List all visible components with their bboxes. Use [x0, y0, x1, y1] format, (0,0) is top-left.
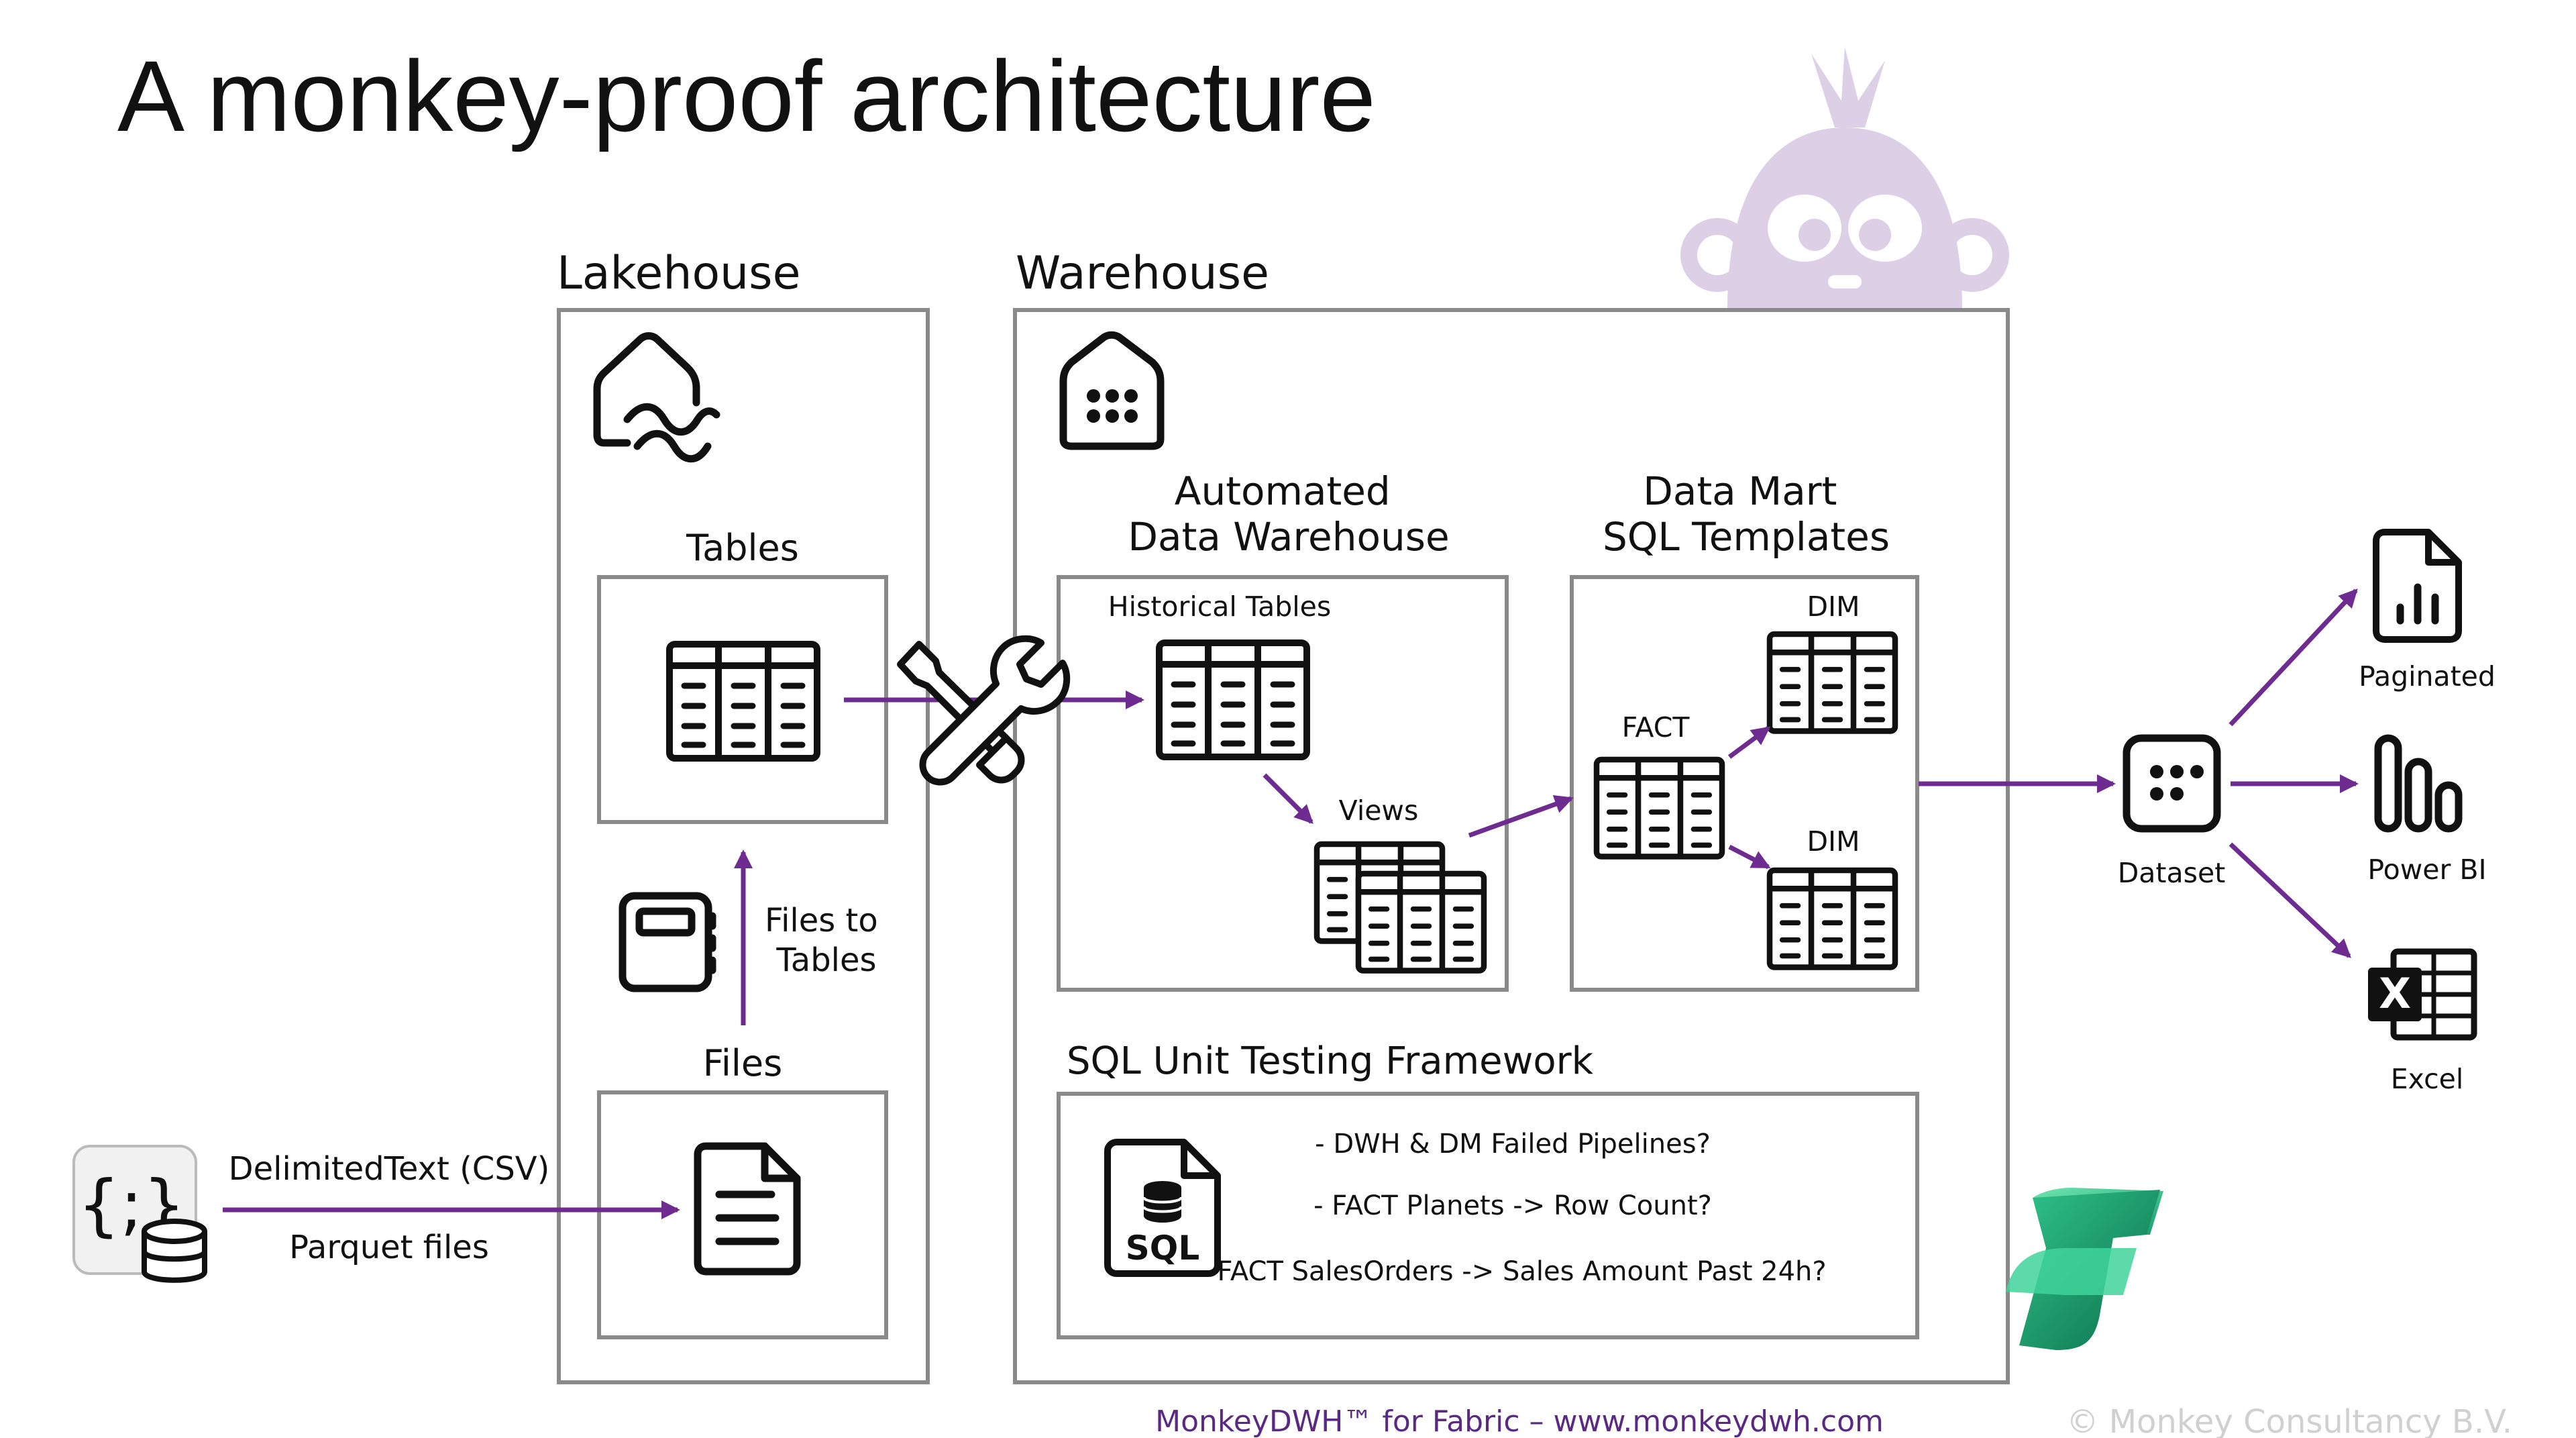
test-item: - DWH & DM Failed Pipelines?: [1315, 1129, 1711, 1160]
copyright-text: © Monkey Consultancy B.V.: [2066, 1403, 2512, 1438]
dim-table-icon-top: [1770, 634, 1895, 731]
paginated-report-icon: [2373, 529, 2462, 643]
warehouse-title: Warehouse: [1016, 247, 1269, 300]
file-icon: [694, 1142, 801, 1276]
fact-to-dim-top-arrow: [1727, 726, 1771, 759]
csv-label: DelimitedText (CSV): [229, 1150, 550, 1188]
views-to-datamart-arrow: [1468, 795, 1574, 838]
notebook-label-line-2: Tables: [775, 941, 876, 979]
excel-label: Excel: [2391, 1063, 2464, 1095]
dataset-label: Dataset: [2118, 857, 2226, 889]
files-label: Files: [703, 1042, 783, 1084]
fact-label: FACT: [1622, 711, 1690, 743]
test-item: - FACT Planets -> Row Count?: [1313, 1190, 1712, 1221]
monkey-watermark-icon: [1680, 47, 2009, 309]
historical-tables-label: Historical Tables: [1108, 590, 1331, 623]
dim-label-top: DIM: [1807, 590, 1860, 623]
historical-table-icon: [1159, 643, 1307, 757]
sql-icon-label: SQL: [1126, 1229, 1199, 1268]
lakehouse-container: [557, 308, 930, 1384]
fact-table-icon: [1597, 760, 1722, 857]
lakehouse-table-icon: [669, 644, 817, 758]
powerbi-icon: [2374, 734, 2463, 833]
views-label: Views: [1339, 794, 1419, 827]
datamart-box: [1570, 575, 1919, 992]
dim-table-icon-bottom: [1770, 870, 1895, 968]
dataset-to-paginated-arrow: [2229, 588, 2358, 727]
adw-title-line-2: Data Warehouse: [1128, 514, 1449, 560]
unit-test-box: [1057, 1092, 1919, 1339]
excel-letter: X: [2379, 969, 2411, 1018]
fabric-logo-icon: [2006, 1188, 2163, 1350]
fact-to-dim-bottom-arrow: [1728, 844, 1771, 870]
test-item: - FACT SalesOrders -> Sales Amount Past …: [1199, 1256, 1826, 1287]
slide-title: A monkey-proof architecture: [117, 40, 1376, 152]
unit-test-title: SQL Unit Testing Framework: [1067, 1039, 1594, 1083]
excel-icon: X: [2368, 948, 2477, 1041]
adw-title-line-1: Automated: [1175, 468, 1391, 514]
files-box: [597, 1090, 888, 1339]
paginated-label: Paginated: [2359, 660, 2496, 692]
tables-label: Tables: [686, 527, 799, 569]
tools-icon: [897, 635, 1071, 786]
powerbi-label: Power BI: [2367, 854, 2486, 886]
lakehouse-title: Lakehouse: [557, 247, 800, 300]
notebook-label-line-1: Files to: [765, 902, 878, 939]
views-icon: [1317, 844, 1484, 971]
datamart-title-line-2: SQL Templates: [1603, 514, 1890, 560]
warehouse-container: [1013, 308, 2010, 1384]
dataset-to-excel-arrow: [2229, 842, 2351, 958]
warehouse-icon: [1059, 331, 1165, 450]
adw-box: [1057, 575, 1509, 992]
datamart-title: Data Mart SQL Templates: [1603, 468, 1890, 560]
datamart-title-line-1: Data Mart: [1643, 468, 1837, 514]
sql-file-icon: SQL: [1104, 1139, 1221, 1277]
delimited-text-source-icon: {;}: [72, 1145, 207, 1283]
dataset-icon: [2123, 734, 2221, 833]
notebook-label: Files to Tables: [765, 902, 888, 979]
footer-text: MonkeyDWH™ for Fabric – www.monkeydwh.co…: [1155, 1404, 1884, 1438]
parquet-label: Parquet files: [289, 1229, 489, 1266]
dim-label-bottom: DIM: [1807, 825, 1860, 858]
notebook-icon: [619, 892, 716, 992]
adw-title: Automated Data Warehouse: [1128, 468, 1449, 560]
historical-to-views-arrow: [1263, 773, 1313, 824]
lakehouse-icon: [593, 332, 720, 463]
